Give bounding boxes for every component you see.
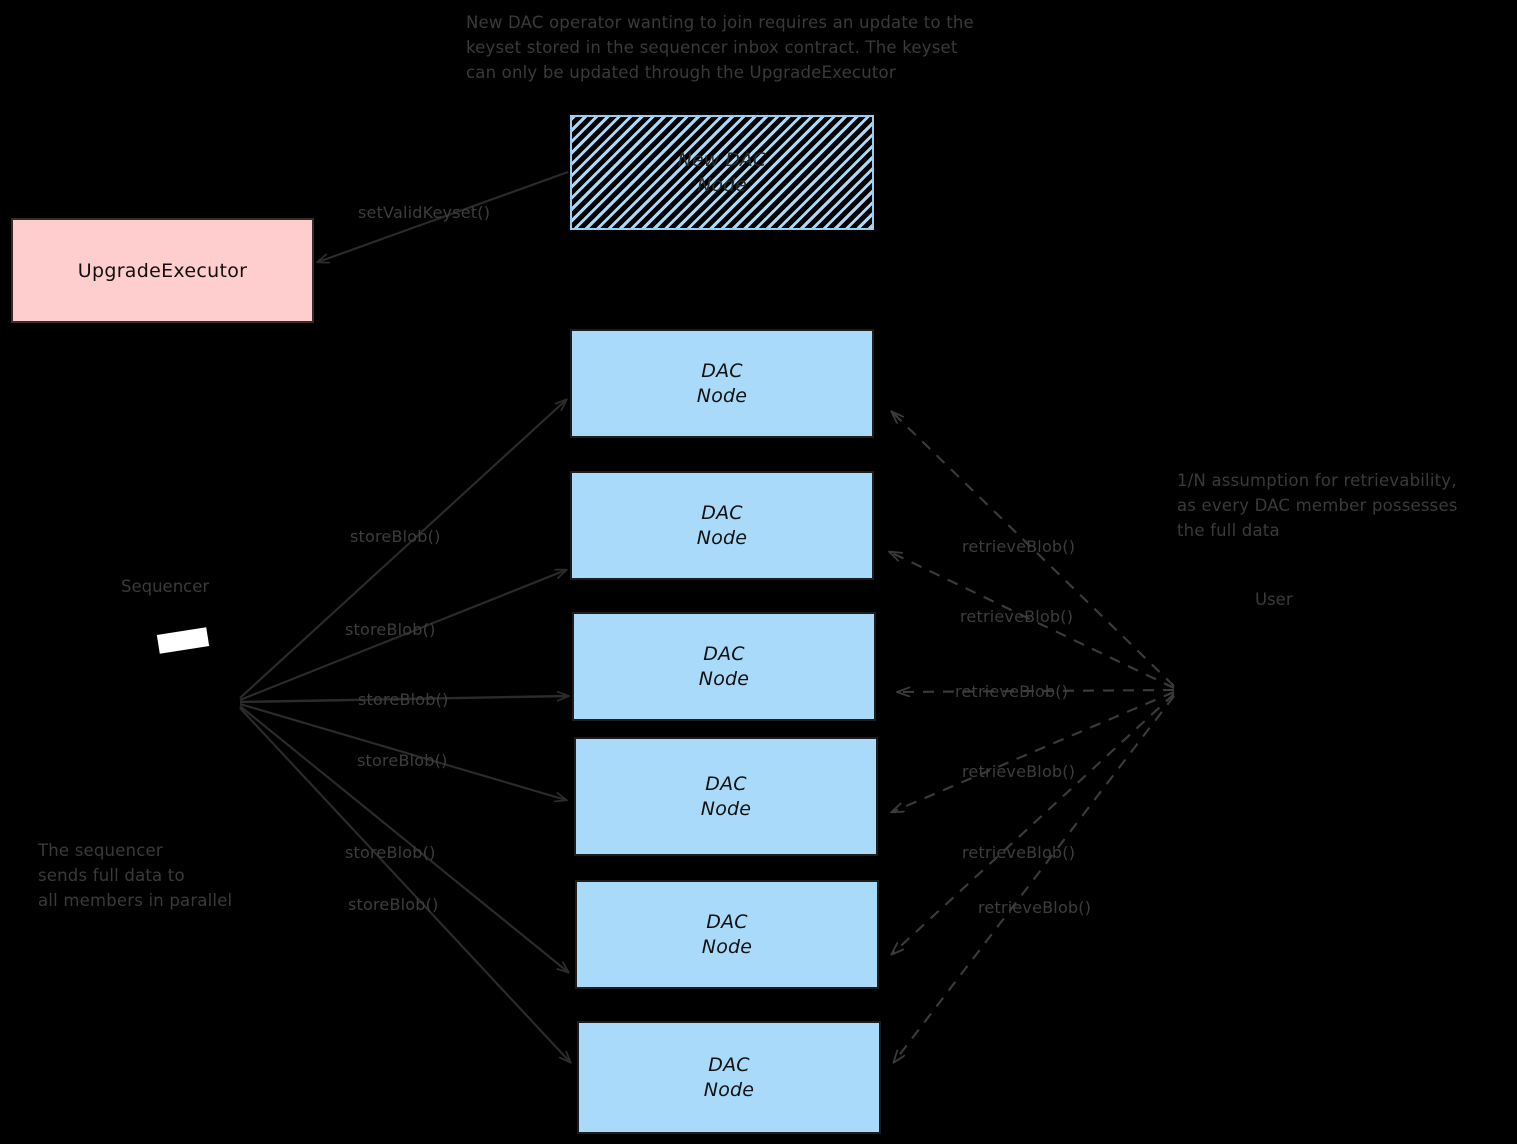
new-dac-node-box[interactable]: New DAC Node [570,115,874,230]
edge-label-store-blob-6: storeBlob() [348,895,439,914]
edge-label-store-blob-2: storeBlob() [345,620,436,639]
edge-label-retrieve-blob-5: retrieveBlob() [962,843,1076,862]
edge-label-retrieve-blob-1: retrieveBlob() [962,537,1076,556]
dac-node-box-1[interactable]: DAC Node [570,329,874,438]
dac-node-label-6: DAC Node [703,1053,755,1101]
dac-node-box-4[interactable]: DAC Node [574,737,878,856]
note-right: 1/N assumption for retrievability, as ev… [1177,471,1458,540]
edge-label-retrieve-blob-6: retrieveBlob() [978,898,1092,917]
dac-node-box-6[interactable]: DAC Node [577,1021,881,1134]
sequencer-label: Sequencer [121,577,210,596]
dac-node-label-5: DAC Node [701,910,753,958]
user-label: User [1255,590,1293,609]
dac-node-box-3[interactable]: DAC Node [572,612,876,721]
note-bottom-left: The sequencer sends full data to all mem… [38,841,233,910]
dac-node-label-4: DAC Node [700,772,752,820]
edge-label-store-blob-5: storeBlob() [345,843,436,862]
edge-store-blob-1 [239,400,566,699]
dac-node-label-1: DAC Node [696,359,748,407]
dac-node-label-3: DAC Node [698,642,750,690]
edge-label-store-blob-3: storeBlob() [358,690,449,709]
edge-label-retrieve-blob-4: retrieveBlob() [962,762,1076,781]
dac-node-box-2[interactable]: DAC Node [570,471,874,580]
edge-label-retrieve-blob-3: retrieveBlob() [955,682,1069,701]
edge-label-set-valid-keyset: setValidKeyset() [358,203,491,222]
new-dac-node-label: New DAC Node [677,148,767,196]
upgrade-executor-box[interactable]: UpgradeExecutor [11,218,314,323]
edge-retrieve-blob-4 [892,691,1175,812]
dac-node-label-2: DAC Node [696,501,748,549]
edge-label-retrieve-blob-2: retrieveBlob() [960,607,1074,626]
upgrade-executor-label: UpgradeExecutor [77,259,248,282]
sequencer-icon [156,627,210,654]
edge-label-store-blob-4: storeBlob() [357,751,448,770]
dac-node-box-5[interactable]: DAC Node [575,880,879,989]
edge-label-store-blob-1: storeBlob() [350,527,441,546]
note-top: New DAC operator wanting to join require… [466,13,974,82]
edge-retrieve-blob-6 [894,695,1175,1062]
